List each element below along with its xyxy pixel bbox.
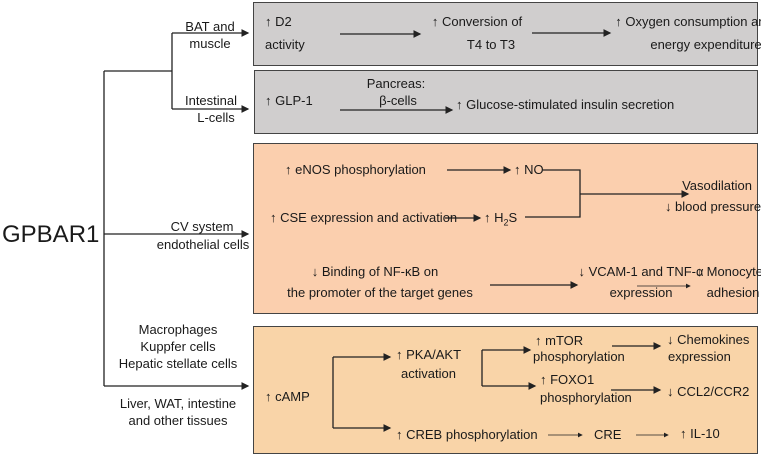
chemokines-2: expression — [668, 349, 731, 364]
camp: ↑ cAMP — [265, 389, 310, 404]
branch-cv-2: endothelial cells — [156, 237, 250, 252]
pancreas-2: β-cells — [379, 93, 417, 108]
nfkb-2: the promoter of the target genes — [287, 285, 473, 300]
branch-immune-2: Kuppfer cells — [140, 339, 216, 354]
glp-box — [254, 70, 758, 134]
cre: CRE — [594, 427, 622, 442]
bat-box — [253, 2, 758, 66]
no: ↑ NO — [514, 162, 544, 177]
glp1: ↑ GLP-1 — [265, 93, 313, 108]
insulin: ↑ Glucose-stimulated insulin secretion — [456, 97, 675, 112]
branch-bat-2: muscle — [189, 36, 231, 51]
branch-immune-3: Hepatic stellate cells — [118, 356, 238, 371]
branch-bat-1: BAT and — [185, 19, 235, 34]
foxo1-2: phosphorylation — [540, 390, 632, 405]
branch-int-2: L-cells — [197, 110, 235, 125]
oxygen-1: ↑ Oxygen consumption and — [615, 14, 761, 29]
nfkb-1: ↓ Binding of NF-κB on — [311, 264, 439, 279]
enos: ↑ eNOS phosphorylation — [285, 162, 426, 177]
vaso-2: ↓ blood pressure — [664, 199, 761, 214]
conversion-1: ↑ Conversion of — [431, 14, 523, 29]
branch-cv-1: CV system — [170, 219, 234, 234]
vcam-2: expression — [609, 285, 673, 300]
d2-2: activity — [265, 37, 305, 52]
branch-immune-1: Macrophages — [138, 322, 218, 337]
mtor-2: phosphorylation — [533, 349, 625, 364]
h2s: ↑ H2S — [484, 210, 517, 231]
branch-tissue-2: and other tissues — [128, 413, 228, 428]
ccl2: ↓ CCL2/CCR2 — [667, 384, 750, 399]
h2s-sub: 2 — [503, 217, 509, 228]
conversion-2: T4 to T3 — [466, 37, 516, 52]
h2s-end: S — [508, 210, 518, 225]
root-label: GPBAR1 — [2, 221, 100, 248]
mtor-1: ↑ mTOR — [535, 333, 584, 348]
h2s-main: ↑ H — [484, 210, 504, 225]
cse: ↑ CSE expression and activation — [270, 210, 458, 225]
branch-tissue-1: Liver, WAT, intestine — [119, 396, 237, 411]
d2-1: ↑ D2 — [265, 14, 292, 29]
oxygen-2: energy expenditure — [650, 37, 761, 52]
foxo1-1: ↑ FOXO1 — [540, 372, 595, 387]
immune-box — [253, 326, 758, 454]
branch-int-1: Intestinal — [184, 93, 238, 108]
pka-1: ↑ PKA/AKT — [396, 347, 462, 362]
vcam-1: ↓ VCAM-1 and TNF-α — [578, 264, 704, 279]
pancreas-1: Pancreas: — [366, 76, 426, 91]
pka-2: activation — [401, 366, 456, 381]
il10: ↑ IL-10 — [680, 426, 720, 441]
vaso-1: Vasodilation — [682, 178, 752, 193]
creb: ↑ CREB phosphorylation — [396, 427, 538, 442]
chemokines-1: ↓ Chemokines — [667, 332, 750, 347]
monocytes-1: ↓ Monocytes — [696, 264, 761, 279]
monocytes-2: adhesion — [706, 285, 760, 300]
